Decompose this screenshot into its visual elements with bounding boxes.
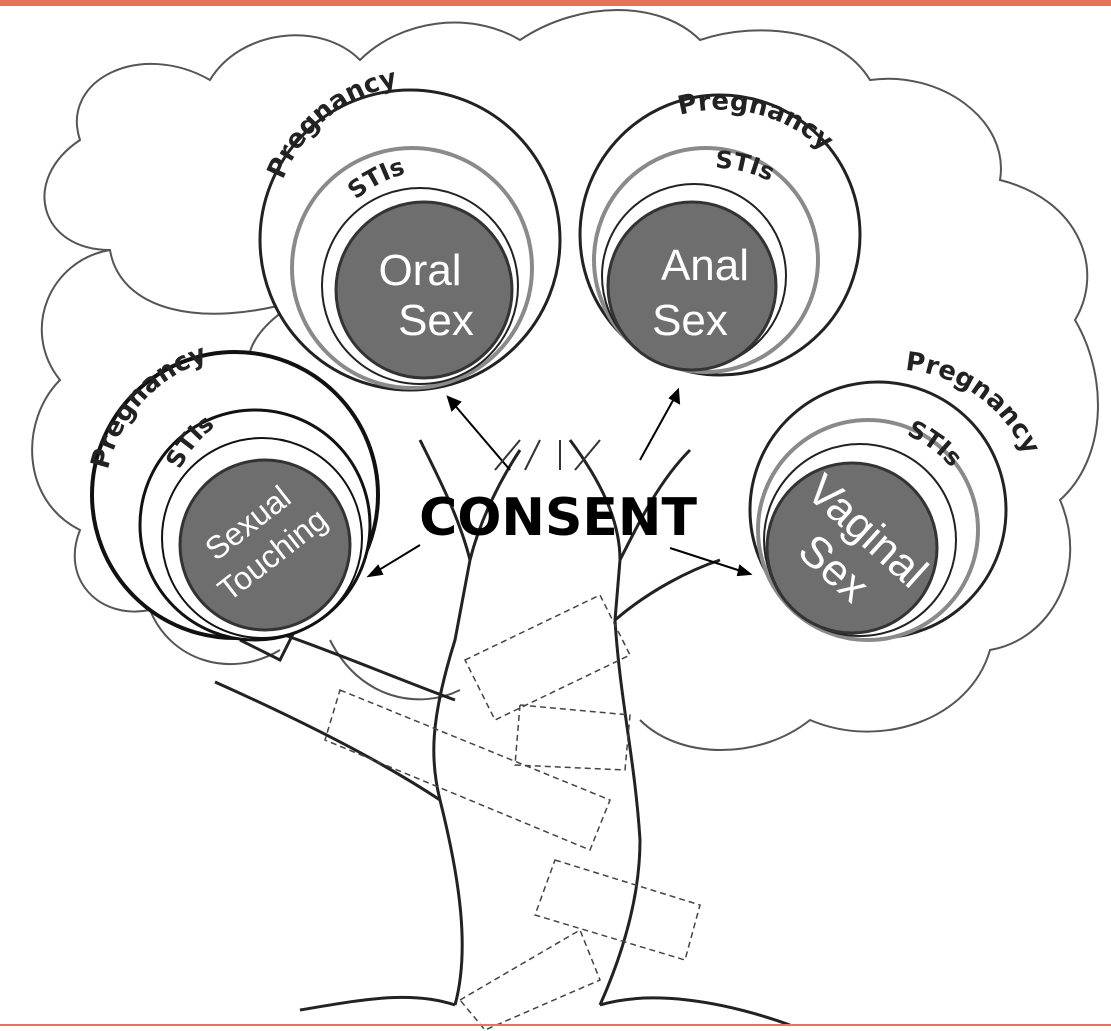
- arrows: [369, 390, 750, 576]
- sexual-touching-circle: Pregnancy STIs Sexual Touching: [86, 339, 378, 640]
- trunk-dashed-boxes: [325, 595, 700, 1030]
- bottom-accent-line: [0, 1024, 1111, 1026]
- consent-label: CONSENT: [419, 488, 697, 548]
- oral-core-line2: Sex: [398, 296, 474, 345]
- vaginal-sex-circle: Pregnancy STIs Vaginal Sex: [750, 347, 1046, 640]
- anal-sex-circle: Pregnancy STIs Anal Sex: [580, 87, 860, 375]
- oral-core-line1: Oral: [378, 246, 461, 295]
- oral-sex-circle: Pregnancy STIs Oral Sex: [260, 63, 560, 390]
- anal-core-line2: Sex: [652, 296, 728, 345]
- anal-core-line1: Anal: [661, 241, 749, 290]
